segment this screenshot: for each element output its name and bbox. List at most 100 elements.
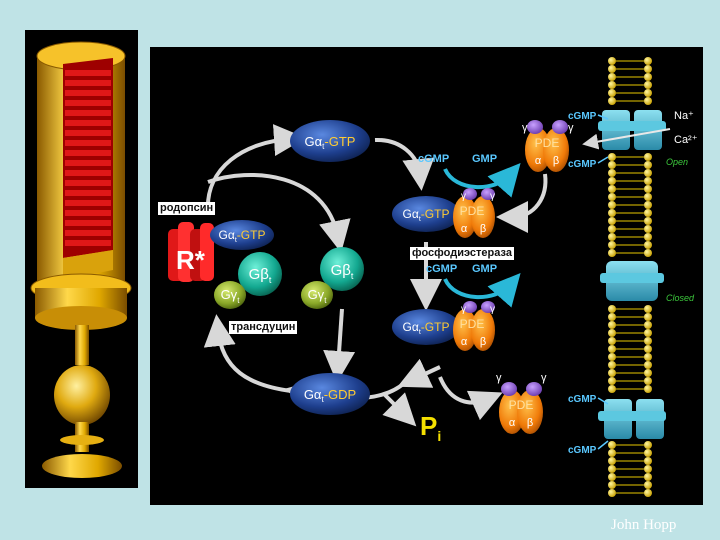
svg-text:PDE: PDE bbox=[509, 398, 534, 412]
arrow-hydrolysis bbox=[397, 358, 441, 388]
svg-text:γ: γ bbox=[490, 304, 495, 315]
lipid-head bbox=[644, 457, 652, 465]
lipid-head bbox=[608, 313, 616, 321]
closed-label: Closed bbox=[666, 293, 695, 303]
lipid-head bbox=[608, 153, 616, 161]
svg-text:PDE: PDE bbox=[460, 317, 485, 331]
lipid-head bbox=[644, 97, 652, 105]
lipid-head bbox=[608, 177, 616, 185]
lipid-tails bbox=[616, 60, 644, 494]
lipid-head bbox=[644, 169, 652, 177]
cgmp-gmp-labels: cGMP GMP cGMP GMP bbox=[418, 153, 497, 275]
lipid-head bbox=[608, 209, 616, 217]
na-label: Na⁺ bbox=[674, 110, 694, 122]
lipid-head bbox=[644, 233, 652, 241]
svg-text:Gαt-GTP: Gαt-GTP bbox=[219, 228, 266, 244]
lipid-head bbox=[644, 449, 652, 457]
lipid-head bbox=[644, 185, 652, 193]
lipid-head bbox=[608, 57, 616, 65]
cgmp-arrow-2 bbox=[443, 273, 521, 308]
svg-text:Gβt: Gβt bbox=[249, 266, 272, 285]
ga-gdp: Gαt-GDP bbox=[290, 373, 370, 415]
svg-text:cGMP: cGMP bbox=[418, 153, 449, 165]
svg-text:Gγt: Gγt bbox=[308, 287, 328, 305]
svg-text:β: β bbox=[480, 223, 486, 235]
svg-text:γ: γ bbox=[490, 191, 495, 202]
ga-gtp-free: Gαt-GTP bbox=[290, 120, 370, 162]
rhodopsin-label: родопсин bbox=[158, 202, 216, 215]
lipid-head bbox=[644, 65, 652, 73]
ca-label: Ca²⁺ bbox=[674, 134, 698, 146]
lipid-head bbox=[644, 465, 652, 473]
author-credit: John Hopp bbox=[611, 517, 677, 533]
arrow-to-ga-gtp bbox=[205, 124, 306, 213]
lipid-head bbox=[608, 65, 616, 73]
svg-text:Gαt-GTP: Gαt-GTP bbox=[403, 207, 450, 223]
svg-text:PDE: PDE bbox=[460, 204, 485, 218]
rod-cell-illustration bbox=[30, 41, 132, 478]
gtp-suffix: -GTP bbox=[324, 134, 355, 149]
lipid-heads bbox=[608, 57, 652, 497]
lipid-head bbox=[644, 329, 652, 337]
channel-cgmp-labels: cGMP cGMP cGMP cGMP bbox=[568, 111, 597, 456]
lipid-head bbox=[608, 201, 616, 209]
lipid-head bbox=[608, 321, 616, 329]
svg-text:α: α bbox=[461, 223, 468, 235]
lipid-head bbox=[608, 385, 616, 393]
arrow-pde-release bbox=[438, 376, 503, 421]
arrow-to-ga-gdp bbox=[323, 308, 356, 383]
lipid-head bbox=[644, 153, 652, 161]
svg-text:γ: γ bbox=[522, 122, 528, 134]
pde-inactive-bottom: PDE α β γ γ bbox=[496, 372, 547, 434]
svg-text:γ: γ bbox=[496, 372, 502, 384]
arrow-to-pi bbox=[382, 392, 417, 427]
lipid-head bbox=[644, 481, 652, 489]
svg-text:γ: γ bbox=[568, 122, 574, 134]
lipid-head bbox=[608, 329, 616, 337]
svg-text:γ: γ bbox=[461, 191, 466, 202]
lipid-head bbox=[644, 361, 652, 369]
svg-text:cGMP: cGMP bbox=[568, 111, 597, 122]
phototransduction-diagram: Gαt-GTP R* Gαt-GTP Gβt Gγt Gβt Gγt bbox=[150, 47, 703, 505]
lipid-head bbox=[644, 249, 652, 257]
pde-inactive-top: PDE α β γ γ bbox=[522, 120, 574, 172]
lipid-head bbox=[644, 209, 652, 217]
lipid-head bbox=[608, 193, 616, 201]
svg-text:cGMP: cGMP bbox=[426, 263, 457, 275]
svg-text:cGMP: cGMP bbox=[568, 159, 597, 170]
svg-text:γ: γ bbox=[541, 372, 547, 384]
activated-rhodopsin: R* bbox=[168, 222, 214, 282]
cgmp-arrow-1 bbox=[443, 163, 521, 198]
ga-pde-complex-2: Gαt-GTP PDE α β γ γ bbox=[392, 301, 495, 351]
lipid-head bbox=[644, 217, 652, 225]
lipid-head bbox=[644, 57, 652, 65]
rod-cell-panel bbox=[25, 30, 138, 488]
lipid-head bbox=[608, 185, 616, 193]
svg-text:α: α bbox=[535, 155, 542, 167]
svg-text:Gαt-GTP: Gαt-GTP bbox=[305, 134, 356, 151]
cgmp-turnover-arrows bbox=[443, 163, 521, 308]
svg-text:Gβt: Gβt bbox=[331, 262, 354, 281]
lipid-head bbox=[644, 441, 652, 449]
lipid-head bbox=[608, 305, 616, 313]
lipid-head bbox=[644, 193, 652, 201]
lipid-head bbox=[608, 369, 616, 377]
arrow-to-pde-activation bbox=[374, 137, 435, 191]
svg-text:β: β bbox=[480, 336, 486, 348]
lipid-head bbox=[644, 201, 652, 209]
svg-text:Gαt-GTP: Gαt-GTP bbox=[403, 320, 450, 336]
phosphate-label: Pi bbox=[420, 411, 441, 444]
synaptic-terminal bbox=[42, 454, 122, 478]
lipid-head bbox=[644, 313, 652, 321]
lipid-head bbox=[644, 473, 652, 481]
lipid-head bbox=[608, 353, 616, 361]
disc-stack bbox=[63, 58, 113, 280]
svg-text:β: β bbox=[553, 155, 559, 167]
lipid-head bbox=[608, 241, 616, 249]
ga-pde-complex-1: Gαt-GTP PDE α β γ γ bbox=[392, 188, 495, 238]
cng-channel-open bbox=[598, 110, 666, 150]
svg-text:β: β bbox=[527, 417, 533, 429]
lipid-head bbox=[608, 81, 616, 89]
gbeta-gamma-free: Gβt Gγt bbox=[301, 247, 364, 309]
open-label: Open bbox=[666, 157, 688, 167]
